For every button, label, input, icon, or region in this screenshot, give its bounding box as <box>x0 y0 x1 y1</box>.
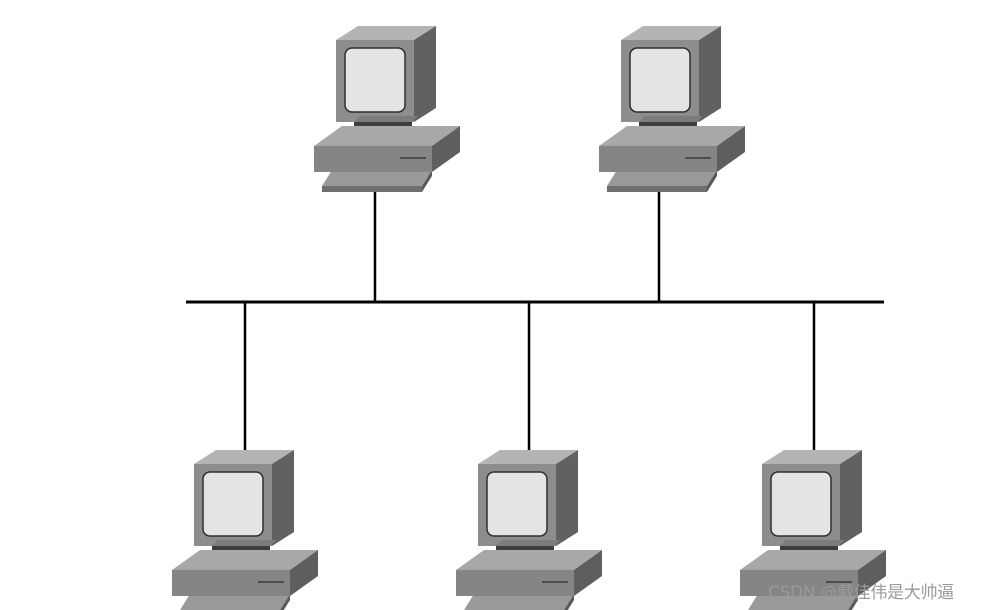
computer-icon-top-left <box>313 25 461 193</box>
csdn-watermark: CSDN @戴佳伟是大帅逼 <box>768 583 954 603</box>
computer-icon-top-right <box>598 25 746 193</box>
computer-icon-bottom-left <box>171 449 319 610</box>
computer-icon-bottom-center <box>455 449 603 610</box>
